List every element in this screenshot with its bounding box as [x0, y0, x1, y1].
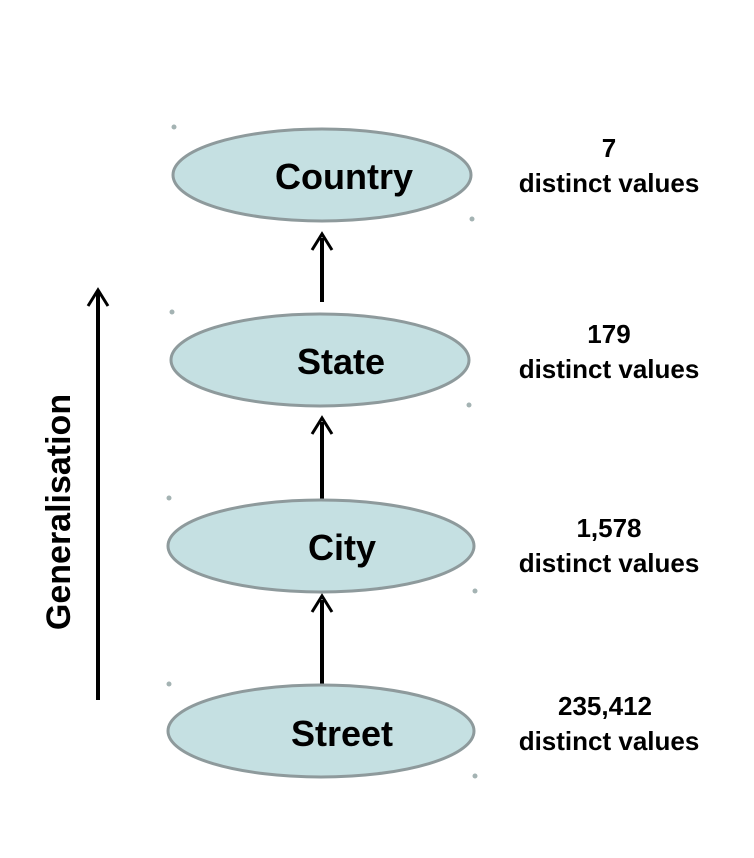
selection-handle-dot [472, 588, 478, 594]
level-node-city: City [166, 498, 476, 594]
count-value: 7 [602, 133, 616, 163]
count-annotation-street: 235,412 distinct values [519, 691, 700, 756]
count-annotation-city: 1,578 distinct values [519, 513, 700, 578]
generalisation-label: Generalisation [40, 394, 78, 630]
selection-handle-dot [469, 216, 475, 222]
node-ellipse [169, 312, 471, 408]
count-unit: distinct values [519, 726, 700, 756]
level-node-street: Street [166, 683, 476, 779]
count-value: 1,578 [576, 513, 641, 543]
selection-handle-dot [171, 124, 177, 130]
count-value: 179 [587, 319, 630, 349]
count-annotation-state: 179 distinct values [519, 319, 700, 384]
connector-arrow-street-to-city [310, 593, 334, 690]
node-ellipse [166, 498, 476, 594]
selection-handle-dot [466, 402, 472, 408]
selection-handle-dot [166, 681, 172, 687]
level-node-country: Country [171, 127, 473, 223]
count-value: 235,412 [558, 691, 652, 721]
node-label-state: State [297, 341, 385, 382]
count-unit: distinct values [519, 168, 700, 198]
node-label-city: City [308, 527, 376, 568]
level-node-state: State [169, 312, 471, 408]
connector-arrow-city-to-state [310, 415, 334, 502]
node-ellipse [171, 127, 473, 223]
connector-arrow-state-to-country [310, 231, 334, 302]
node-ellipse [166, 683, 476, 779]
node-label-street: Street [291, 713, 393, 754]
generalisation-arrow [86, 287, 110, 700]
selection-handle-dot [169, 309, 175, 315]
node-label-country: Country [275, 156, 413, 197]
count-unit: distinct values [519, 548, 700, 578]
count-unit: distinct values [519, 354, 700, 384]
selection-handle-dot [166, 495, 172, 501]
selection-handle-dot [472, 773, 478, 779]
count-annotation-country: 7 distinct values [519, 133, 700, 198]
